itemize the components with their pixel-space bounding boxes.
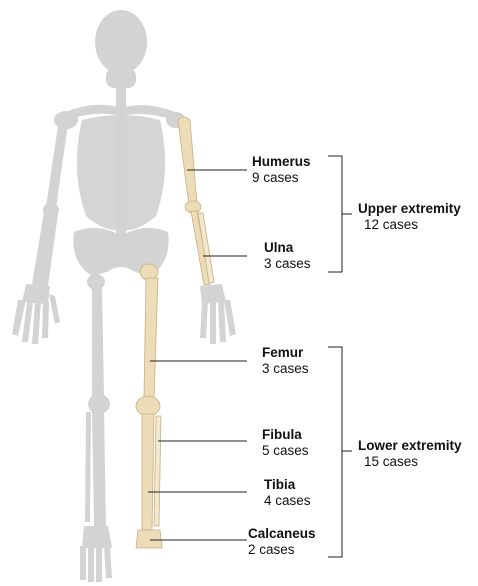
femur-bone [144,278,158,398]
group-upper-extremity: Upper extremity 12 cases [358,201,461,233]
label-humerus: Humerus 9 cases [252,154,311,186]
bone-count: 3 cases [264,256,311,272]
calcaneus-bone [136,530,162,548]
humerus-bone [178,117,197,206]
label-tibia: Tibia 4 cases [264,477,311,509]
group-count: 15 cases [358,454,462,470]
label-fibula: Fibula 5 cases [262,427,309,459]
knee-joint [136,396,160,416]
label-femur: Femur 3 cases [262,345,309,377]
bone-count: 5 cases [262,443,309,459]
leader-lines [148,156,352,557]
bone-name: Tibia [264,477,311,493]
bone-name: Fibula [262,427,309,443]
bone-count: 3 cases [262,361,309,377]
skeleton-silhouette [12,10,236,582]
bone-name: Femur [262,345,309,361]
bone-name: Humerus [252,154,311,170]
fibula-bone [154,416,161,526]
lower-bracket [328,347,342,557]
tibia-bone [142,414,154,530]
group-name: Lower extremity [358,438,462,454]
bone-count: 2 cases [248,542,316,558]
bone-name: Calcaneus [248,526,316,542]
bone-count: 9 cases [252,170,311,186]
upper-bracket [328,156,342,272]
label-ulna: Ulna 3 cases [264,240,311,272]
bone-count: 4 cases [264,493,311,509]
group-name: Upper extremity [358,201,461,217]
group-count: 12 cases [358,217,461,233]
bone-name: Ulna [264,240,311,256]
label-calcaneus: Calcaneus 2 cases [248,526,316,558]
group-lower-extremity: Lower extremity 15 cases [358,438,462,470]
